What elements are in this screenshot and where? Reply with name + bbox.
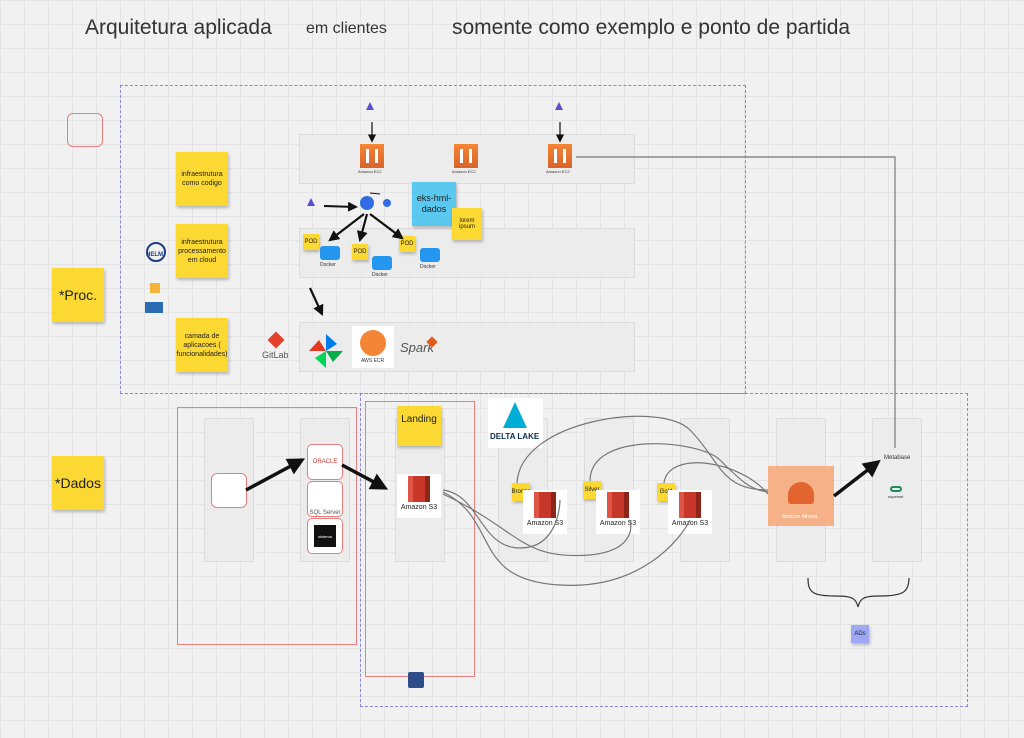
other-source-tile: sistema bbox=[307, 518, 343, 554]
spark-label: Spark bbox=[400, 340, 434, 355]
helm-icon bbox=[146, 242, 166, 262]
athena-icon bbox=[788, 482, 814, 504]
sources-frame bbox=[177, 407, 357, 645]
pod-note-2[interactable]: POD bbox=[352, 244, 368, 260]
ec2-icon-2 bbox=[454, 144, 478, 168]
docker-icon-1 bbox=[320, 246, 340, 260]
other-source-logo: sistema bbox=[314, 525, 336, 547]
lane-dados[interactable]: *Dados bbox=[52, 456, 104, 510]
ec2-label-1: Amazon EC2 bbox=[358, 169, 382, 174]
gitlab-label: GitLab bbox=[262, 350, 289, 360]
s3-icon-silver bbox=[607, 492, 629, 518]
s3-icon bbox=[408, 476, 430, 502]
docker-icon-3 bbox=[420, 248, 440, 262]
delta-lake-icon bbox=[503, 402, 527, 428]
empty-shape[interactable] bbox=[67, 113, 103, 147]
aws-ecr-icon bbox=[360, 330, 386, 356]
landing-s3-label: Amazon S3 bbox=[400, 504, 438, 511]
silver-s3-label: Amazon S3 bbox=[599, 520, 637, 527]
ec2-label-2: Amazon EC2 bbox=[452, 169, 476, 174]
landing-note[interactable]: Landing bbox=[397, 406, 441, 446]
pod-note-3[interactable]: POD bbox=[399, 236, 415, 252]
lane-proc[interactable]: *Proc. bbox=[52, 268, 104, 322]
aws-ecr-tile: AWS ECR bbox=[352, 326, 394, 368]
bronze-s3: Amazon S3 bbox=[523, 490, 567, 534]
consumer-other-label: superset bbox=[888, 494, 904, 499]
delta-lake-label: DELTA LAKE bbox=[490, 432, 540, 441]
terminal-icon bbox=[145, 302, 163, 313]
database-icon bbox=[408, 672, 424, 688]
diagram-title-clients: em clientes bbox=[306, 20, 387, 37]
diagram-subtitle: somente como exemplo e ponto de partida bbox=[452, 16, 851, 39]
apps-row-panel bbox=[299, 322, 635, 372]
aws-ecr-label: AWS ECR bbox=[361, 358, 385, 364]
athena-label: Amazon Athena bbox=[782, 514, 818, 520]
s3-icon-gold bbox=[679, 492, 701, 518]
s3-icon-bronze bbox=[534, 492, 556, 518]
oracle-tile: ORACLE bbox=[307, 444, 343, 480]
ec2-icon-3 bbox=[548, 144, 572, 168]
gold-s3: Amazon S3 bbox=[668, 490, 712, 534]
bronze-s3-label: Amazon S3 bbox=[526, 520, 564, 527]
ec2-icon-1 bbox=[360, 144, 384, 168]
airflow-icon bbox=[307, 332, 345, 370]
eks-note[interactable]: eks-hml-dados bbox=[412, 182, 456, 226]
ads-note[interactable]: ADs bbox=[851, 625, 869, 643]
kubernetes-small-icon bbox=[383, 199, 391, 207]
pod-note-1[interactable]: POD bbox=[303, 234, 319, 250]
athena-tile: Amazon Athena bbox=[768, 466, 834, 526]
sqlserver-tile: SQL Server bbox=[307, 481, 343, 517]
small-note[interactable]: lorem ipsum bbox=[452, 208, 482, 240]
note-iac[interactable]: infraestrutura como codigo bbox=[176, 152, 228, 206]
diagram-title: Arquitetura aplicada bbox=[85, 16, 272, 39]
note-apps[interactable]: camada de aplicacoes ( funcionalidades) bbox=[176, 318, 228, 372]
docker-label-2: Docker bbox=[372, 272, 388, 278]
terraform-icon-3 bbox=[307, 198, 315, 206]
delta-lake-tile: DELTA LAKE bbox=[488, 398, 543, 448]
gold-s3-label: Amazon S3 bbox=[671, 520, 709, 527]
note-cloud[interactable]: infraestrutura processamento em cloud bbox=[176, 224, 228, 278]
ec2-label-3: Amazon EC2 bbox=[546, 169, 570, 174]
landing-s3: Amazon S3 bbox=[397, 474, 441, 518]
helm-label: HELM bbox=[146, 252, 163, 258]
source-system-shape[interactable] bbox=[211, 473, 247, 508]
docker-label-3: Docker bbox=[420, 264, 436, 270]
docker-icon-2 bbox=[372, 256, 392, 270]
metabase-label: Metabase bbox=[884, 455, 911, 461]
docker-label-1: Docker bbox=[320, 262, 336, 268]
tool-icon bbox=[150, 283, 160, 293]
consumer-icon bbox=[890, 486, 902, 492]
terraform-icon-2 bbox=[555, 102, 563, 110]
terraform-icon bbox=[366, 102, 374, 110]
kubernetes-icon bbox=[360, 196, 374, 210]
silver-s3: Amazon S3 bbox=[596, 490, 640, 534]
